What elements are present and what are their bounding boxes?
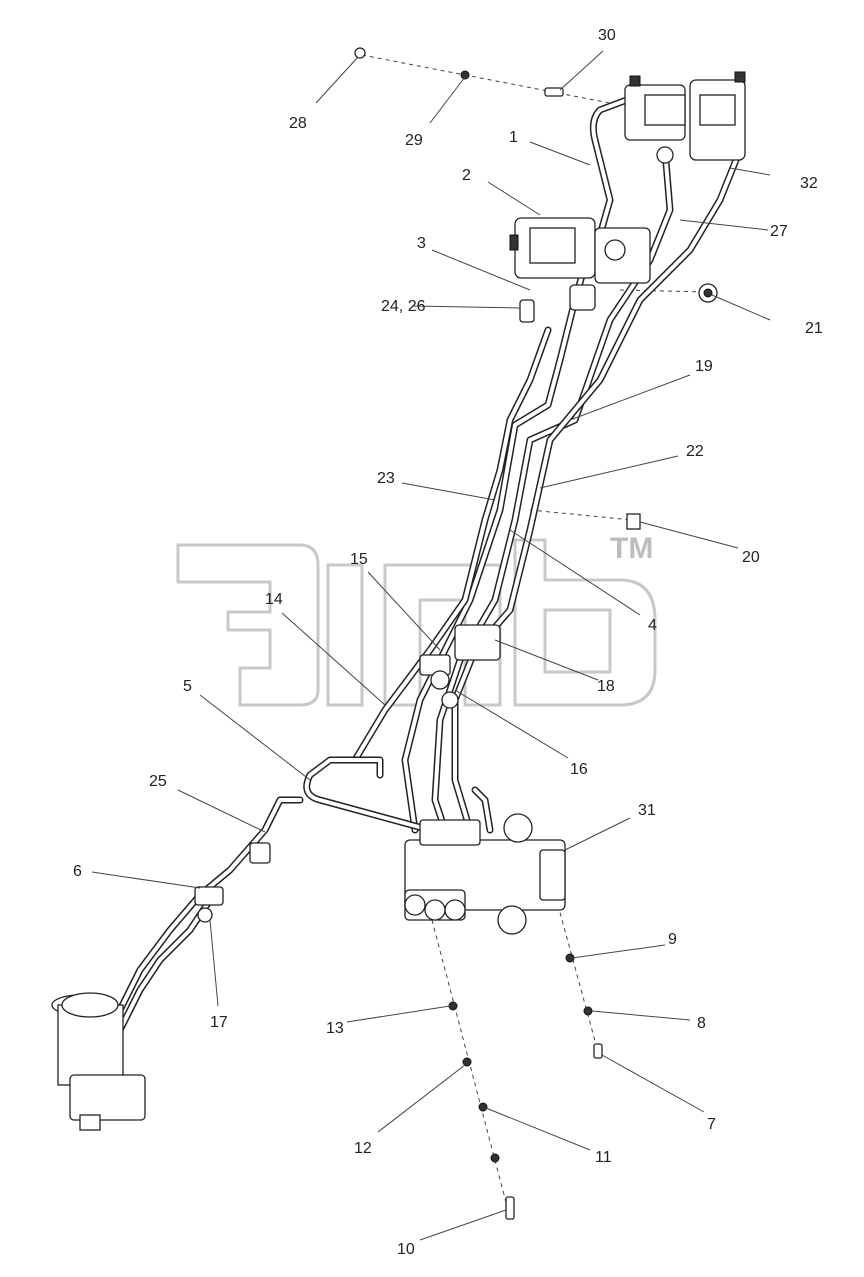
callout-13: 13 [326, 1020, 344, 1037]
leader-lines [91, 50, 771, 1241]
callout-19: 19 [695, 358, 713, 375]
small-parts [354, 47, 603, 1220]
callout-2: 2 [462, 167, 471, 184]
callout-9: 9 [668, 931, 677, 948]
watermark-logo: TM [176, 532, 657, 707]
callout-27: 27 [770, 223, 788, 240]
callout-24-26: 24, 26 [381, 298, 426, 315]
bracket-20 [626, 513, 641, 530]
callout-25: 25 [149, 773, 167, 790]
fitting-24-26 [519, 299, 535, 323]
callout-3: 3 [417, 235, 426, 252]
fittings-16 [430, 670, 459, 709]
control-valve-31 [404, 813, 566, 935]
hydraulic-pipes [101, 91, 744, 1064]
clamp-18 [419, 624, 501, 676]
callout-17: 17 [210, 1014, 228, 1031]
pump-assembly-32 [624, 71, 746, 164]
callout-18: 18 [597, 678, 615, 695]
callout-labels: 1 2 3 4 5 6 7 8 9 10 11 12 13 14 15 16 1… [73, 27, 823, 1258]
fitting-21 [698, 283, 718, 303]
callout-7: 7 [707, 1116, 716, 1133]
callout-21: 21 [805, 320, 823, 337]
callout-15: 15 [350, 551, 368, 568]
callout-22: 22 [686, 443, 704, 460]
callout-30: 30 [598, 27, 616, 44]
motor-assembly-2 [509, 217, 651, 311]
callout-11: 11 [595, 1149, 612, 1166]
callout-6: 6 [73, 863, 82, 880]
swivel-joint [51, 992, 146, 1131]
callout-1: 1 [509, 129, 518, 146]
callout-4: 4 [648, 617, 657, 634]
callout-12: 12 [354, 1140, 372, 1157]
callout-10: 10 [397, 1241, 415, 1258]
callout-5: 5 [183, 678, 192, 695]
callout-23: 23 [377, 470, 395, 487]
callout-29: 29 [405, 132, 423, 149]
callout-28: 28 [289, 115, 307, 132]
callout-20: 20 [742, 549, 760, 566]
callout-8: 8 [697, 1015, 706, 1032]
callout-14: 14 [265, 591, 283, 608]
callout-31: 31 [638, 802, 656, 819]
watermark-trademark: TM [610, 532, 653, 565]
callout-32: 32 [800, 175, 818, 192]
callout-16: 16 [570, 761, 588, 778]
connector-6-17 [194, 842, 271, 923]
